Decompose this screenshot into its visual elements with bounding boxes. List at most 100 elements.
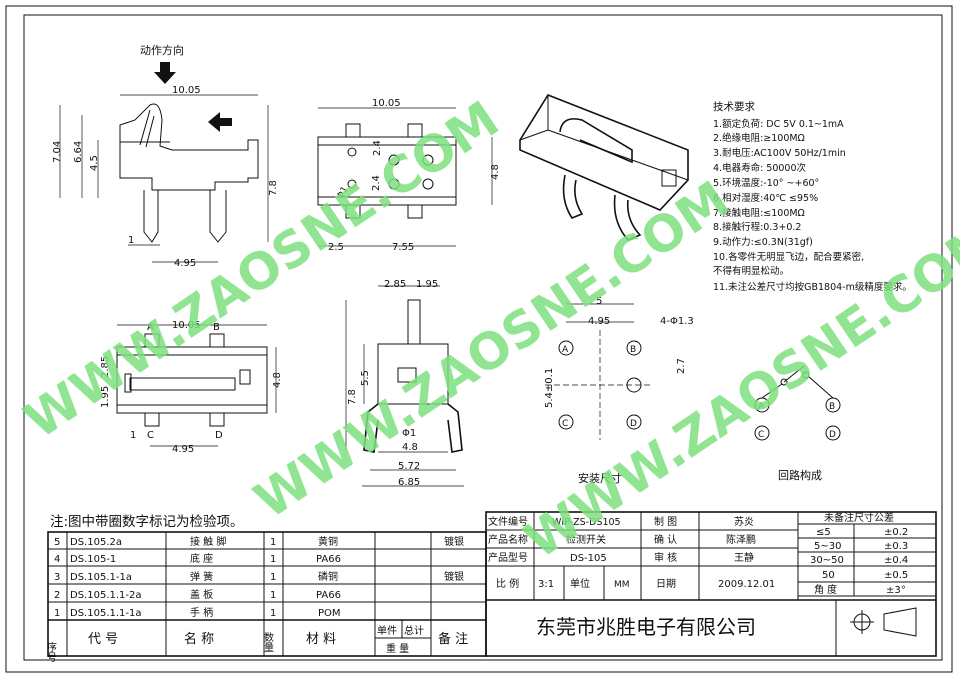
pin-a-label: A [147,322,154,333]
part-qty: 1 [270,537,276,548]
part-qty: 1 [270,590,276,601]
dim-mount-a: 5 [596,296,602,307]
dim-mount-holes: 4-Φ1.3 [660,316,694,327]
dim-mount-d: 2.7 [676,358,687,374]
part-name: 接 触 脚 [190,535,226,548]
part-seq: 2 [54,590,60,601]
projection-cone-icon [883,607,917,637]
part-qty: 1 [270,608,276,619]
part-name: 弹 簧 [190,570,213,583]
confirmed-by: 陈泽鹏 [726,533,756,546]
dim-top-d: 2.5 [328,242,344,253]
doc-no-label: 文件编号 [488,515,528,528]
part-seq: 5 [54,537,60,548]
top-view: 10.05 2.4 2.4 Φ1 4.8 2.5 7.55 [317,98,501,253]
tech-line: 1.额定负荷: DC 5V 0.1~1mA [713,118,844,130]
tolerance-range: 30~50 [810,555,844,566]
circuit-label: 回路构成 [778,468,822,482]
dim-bottom-width: 10.05 [172,320,201,331]
header-weight: 重 量 [386,642,409,655]
mounting-pattern: A B C D 5 4.95 4-Φ1.3 5.4±0.1 2.7 安装尺寸 [544,296,694,485]
mount-label: 安装尺寸 [578,471,622,485]
dim-top-a: 2.4 [372,140,383,156]
header-code: 代 号 [88,632,118,647]
watermark-layer: WWW.ZAOSNE.COM WWW.ZAOSNE.COM WWW.ZAOSNE… [14,90,960,570]
part-remark: 镀银 [444,535,464,548]
part-material: PA66 [316,554,341,565]
tolerance-range: 5~30 [814,541,841,552]
isometric-view [519,94,689,241]
dim-end-b: 1.95 [416,279,438,290]
inner-border [23,14,943,661]
tech-line: 不得有明显松动。 [713,265,789,277]
part-material: 磷铜 [318,570,338,583]
tech-line: 6.相对湿度:40℃ ≤95% [713,192,818,204]
part-qty: 1 [270,554,276,565]
mount-hole-c: C [562,419,568,429]
circuit-diagram: A B C D 回路构成 [754,365,841,482]
dim-mount-c: 5.4±0.1 [544,368,555,408]
header-name: 名 称 [184,631,214,647]
dim-side-p1: 1 [128,235,134,246]
dim-side-width: 10.05 [172,85,201,96]
part-code: DS.105.1.1-1a [70,608,142,619]
dim-side-p2: 4.95 [174,258,196,269]
header-qty: 数量 [262,631,274,652]
tolerance-value: ±0.3 [884,541,908,552]
part-material: POM [318,608,341,619]
header-material: 材 料 [306,632,336,647]
pin-b-label: B [213,322,220,333]
mount-hole-d: D [630,419,637,429]
product-name: 检测开关 [566,533,606,546]
header-remark: 备 注 [438,631,468,647]
pin-d-label: D [215,430,223,441]
tech-line: 9.动作力:≤0.3N(31gf) [713,236,813,248]
down-arrow-icon [154,62,176,84]
tolerance-range: ≤5 [816,527,831,538]
dim-end-w1: 4.8 [402,442,418,453]
circuit-node-d: D [829,430,836,440]
drawn-by-label: 制 图 [654,515,677,528]
dim-bottom-p2: 4.95 [172,444,194,455]
dim-end-w3: 6.85 [398,477,420,488]
circuit-node-a: A [758,402,765,412]
product-model: DS-105 [570,553,607,564]
tolerance-value: ±0.5 [884,570,908,581]
dim-side-h3: 4.5 [89,155,100,171]
unit-label: 单位 [570,577,590,590]
parts-table: 5 DS.105.2a 接 触 脚 1 黄铜 镀银 4 DS.105-1 底 座… [45,531,487,663]
product-model-label: 产品型号 [488,551,528,564]
outer-border [5,5,953,673]
tolerance-range: 50 [822,570,835,581]
side-view: 动作方向 10.05 7.04 6.64 4.5 7.8 1 4.95 [52,43,279,269]
dim-top-c: 4.8 [490,164,501,180]
company-name: 东莞市兆胜电子有限公司 [536,615,756,639]
tech-line: 5.环境温度:-10° ~+60° [713,177,819,189]
dim-bottom-a: 2.85 [100,356,111,378]
title-block: 文件编号 WIP-ZS-DS105 产品名称 检测开关 产品型号 DS-105 … [485,511,937,657]
part-name: 底 座 [190,552,213,565]
tolerance-value: ±0.4 [884,555,908,566]
inspection-note: 注:图中带圈数字标记为检验项。 [50,514,244,530]
part-qty: 1 [270,572,276,583]
tech-requirements: 技术要求 1.额定负荷: DC 5V 0.1~1mA 2.绝缘电阻:≥100MΩ… [713,100,912,293]
dim-end-hole: Φ1 [402,428,416,439]
part-code: DS.105.1.1-2a [70,590,142,601]
dim-end-h1: 7.8 [347,389,358,405]
part-seq: 4 [54,554,60,565]
part-name: 盖 板 [190,588,213,601]
dim-end-w2: 5.72 [398,461,420,472]
tech-line: 2.绝缘电阻:≥100MΩ [713,132,805,144]
tolerance-value: ±0.2 [884,527,908,538]
scale-value: 3:1 [538,579,554,590]
header-unit: 单件 [377,625,397,637]
doc-no: WIP-ZS-DS105 [552,517,621,528]
tech-line: 10.各零件无明显飞边，配合要紧密, [713,251,864,263]
mount-hole-b: B [630,345,636,355]
tolerance-title: 未备注尺寸公差 [824,511,894,524]
tech-line: 3.耐电压:AC100V 50Hz/1min [713,147,846,159]
part-material: 黄铜 [318,535,338,548]
part-name: 手 柄 [190,606,213,619]
part-code: DS.105.2a [70,537,122,548]
